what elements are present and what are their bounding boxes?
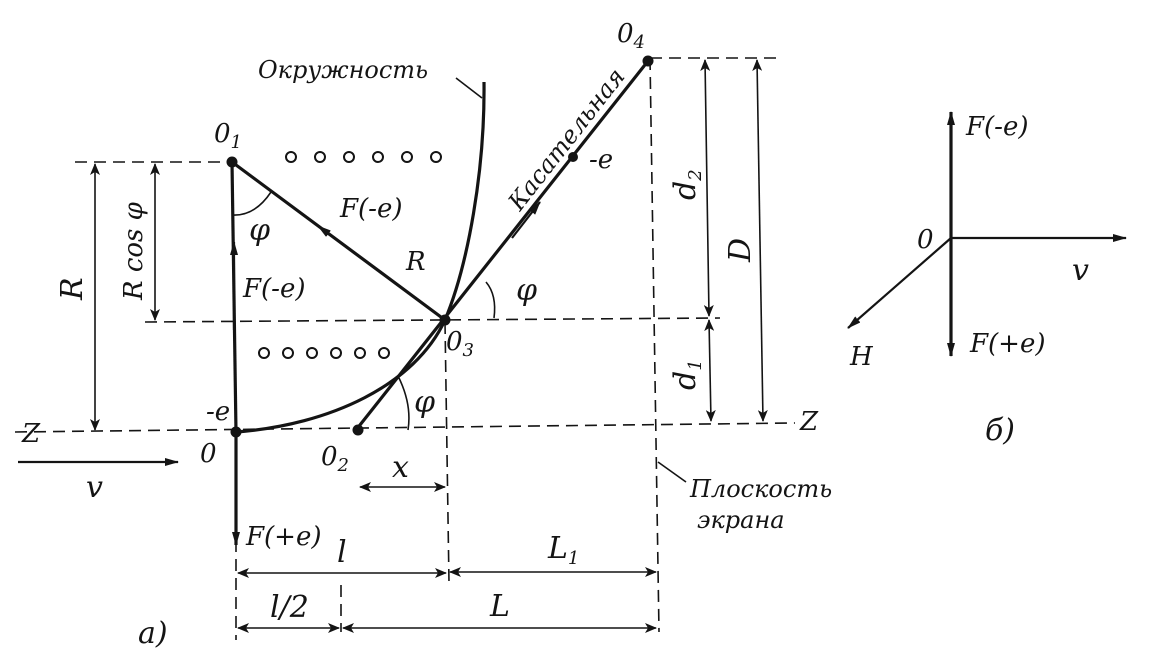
- rcos-dim-label: R cos φ: [119, 201, 149, 301]
- circle-leader: [455, 77, 483, 99]
- point-o2: [352, 424, 364, 436]
- charge-on-tangent-label: -e: [589, 145, 613, 175]
- force-neg-radius-arrow: [317, 225, 361, 258]
- z-axis-right-label: Z: [799, 407, 819, 437]
- dim-d: [752, 59, 768, 422]
- z-axis-left-label: Z: [21, 419, 41, 449]
- z-axis-line: [14, 422, 796, 433]
- x-dim-label: x: [392, 450, 409, 485]
- tangent-line: [354, 60, 650, 431]
- dim-d2: [700, 59, 714, 317]
- force-pos-axis-label: F(+e): [245, 522, 322, 552]
- o3-horizontal-dash: [144, 317, 721, 323]
- circle-label: Окружность: [258, 56, 428, 84]
- phi-label-o2: φ: [414, 385, 435, 420]
- b-velocity-label: v: [1072, 253, 1089, 288]
- l1-dim-label: L1: [547, 531, 579, 569]
- screen-label-line2: экрана: [697, 506, 785, 534]
- point-electron-tangent: [568, 152, 578, 162]
- field-circles-bottom: [258, 347, 390, 359]
- d2-dim-label: d2: [668, 169, 706, 200]
- point-o: [230, 426, 242, 438]
- l-big-dim-label: L: [489, 589, 510, 624]
- point-o1: [226, 156, 238, 168]
- charge-at-o-label: -e: [206, 397, 230, 427]
- phi-label-o3: φ: [516, 273, 537, 308]
- radius-label: R: [405, 247, 426, 277]
- panel-b-label: б): [985, 413, 1015, 448]
- d1-dim-label: d1: [668, 359, 706, 390]
- b-force-down-label: F(+e): [969, 329, 1046, 359]
- d-dim-label: D: [723, 238, 758, 263]
- force-neg-radius-label: F(-e): [339, 194, 403, 224]
- screen-label-line1: Плоскость: [689, 475, 832, 503]
- label-o1: 01: [214, 119, 242, 153]
- screen-leader: [657, 461, 687, 483]
- tangent-direction-arrow: [511, 201, 541, 239]
- phi-arc-o1: [232, 191, 272, 216]
- b-field-label: H: [849, 342, 874, 372]
- force-neg-axis-label: F(-e): [242, 274, 306, 304]
- l-half-dim-label: l/2: [270, 590, 309, 625]
- o3-vertical-dash: [444, 321, 450, 584]
- label-o3: 03: [446, 327, 474, 361]
- label-o2: 02: [321, 442, 349, 476]
- velocity-label: v: [86, 470, 103, 505]
- b-origin-label: 0: [917, 225, 934, 255]
- phi-label-o1: φ: [249, 213, 270, 248]
- radius-dim-label: R: [55, 277, 90, 301]
- dim-d1: [704, 319, 716, 422]
- panel-a-label: а): [138, 616, 168, 651]
- phi-arc-o2: [398, 377, 410, 431]
- label-o4: 04: [617, 19, 645, 53]
- b-field-arrow: [847, 237, 952, 329]
- b-force-up-label: F(-e): [965, 112, 1029, 142]
- field-circles-top: [285, 151, 442, 163]
- tangent-label: Касательная: [502, 63, 631, 217]
- phi-arc-o3: [485, 281, 496, 319]
- l-dim-label: l: [337, 535, 347, 570]
- label-o: 0: [200, 439, 217, 469]
- point-o4: [642, 55, 654, 67]
- screen-plane-dash: [649, 57, 660, 633]
- point-o3: [439, 314, 451, 326]
